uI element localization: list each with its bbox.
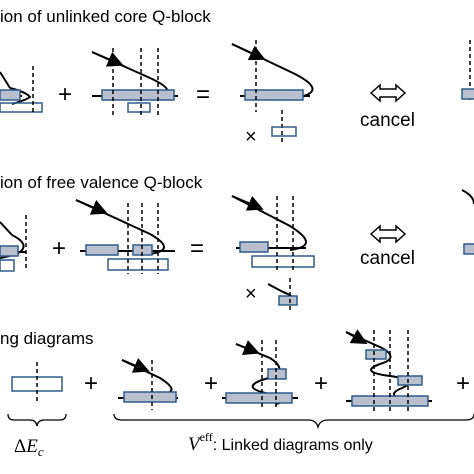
row2-diagram-c: × (231, 195, 315, 310)
filled-bar (0, 89, 21, 101)
veff-brace (113, 413, 474, 430)
filled-bar (225, 392, 293, 404)
plus-sign: + (456, 370, 470, 397)
delta-ec-label: ΔEc (14, 436, 44, 459)
delta-ec-brace (7, 413, 67, 427)
filled-bar (239, 241, 269, 253)
outline-bar (0, 259, 15, 272)
row2-double-arrow-icon (369, 224, 407, 244)
plus-sign: + (204, 370, 218, 397)
row1-diagram-b (91, 48, 178, 118)
row1-diagram-a (0, 66, 43, 115)
outline-bar (0, 102, 43, 113)
row1-double-arrow-icon (369, 83, 407, 103)
plus-sign: + (58, 81, 72, 108)
filled-bar (365, 349, 387, 360)
filled-bar (101, 89, 175, 101)
outline-bar (271, 126, 297, 137)
row3-diagram-d (345, 329, 432, 412)
row1-diagram-c: × (231, 40, 314, 148)
row2-title: ion of free valence Q-block (0, 173, 203, 192)
filled-bar (267, 368, 287, 380)
row2-cancel-label: cancel (360, 248, 415, 269)
filled-bar (397, 375, 423, 386)
filled-bar (0, 245, 19, 257)
filled-bar (244, 89, 304, 101)
row3-diagram-b (118, 358, 178, 410)
plus-sign: + (52, 235, 66, 262)
row2-diagram-b (75, 199, 175, 274)
filled-bar (278, 295, 298, 306)
row2-diagram-d-partial (461, 189, 474, 255)
row1-cancel-label: cancel (360, 110, 415, 131)
row1-diagram-d-partial (461, 40, 474, 100)
row3-diagram-a (11, 362, 63, 404)
outline-bar (251, 255, 315, 268)
plus-sign: + (314, 370, 328, 397)
row3-title: ng diagrams (0, 329, 94, 348)
row1-title: ion of unlinked core Q-block (0, 7, 211, 26)
filled-bar (85, 244, 119, 256)
equals-sign: = (196, 81, 210, 108)
outline-bar (107, 258, 169, 271)
outline-bar (127, 102, 151, 113)
row2-diagram-a (0, 215, 27, 272)
times-sign: × (245, 126, 257, 148)
plus-sign: + (84, 370, 98, 397)
row3-diagram-c (222, 340, 298, 410)
times-sign: × (245, 283, 257, 305)
equals-sign: = (190, 235, 204, 262)
veff-label: Veff: Linked diagrams only (188, 430, 373, 455)
filled-bar (123, 391, 177, 403)
